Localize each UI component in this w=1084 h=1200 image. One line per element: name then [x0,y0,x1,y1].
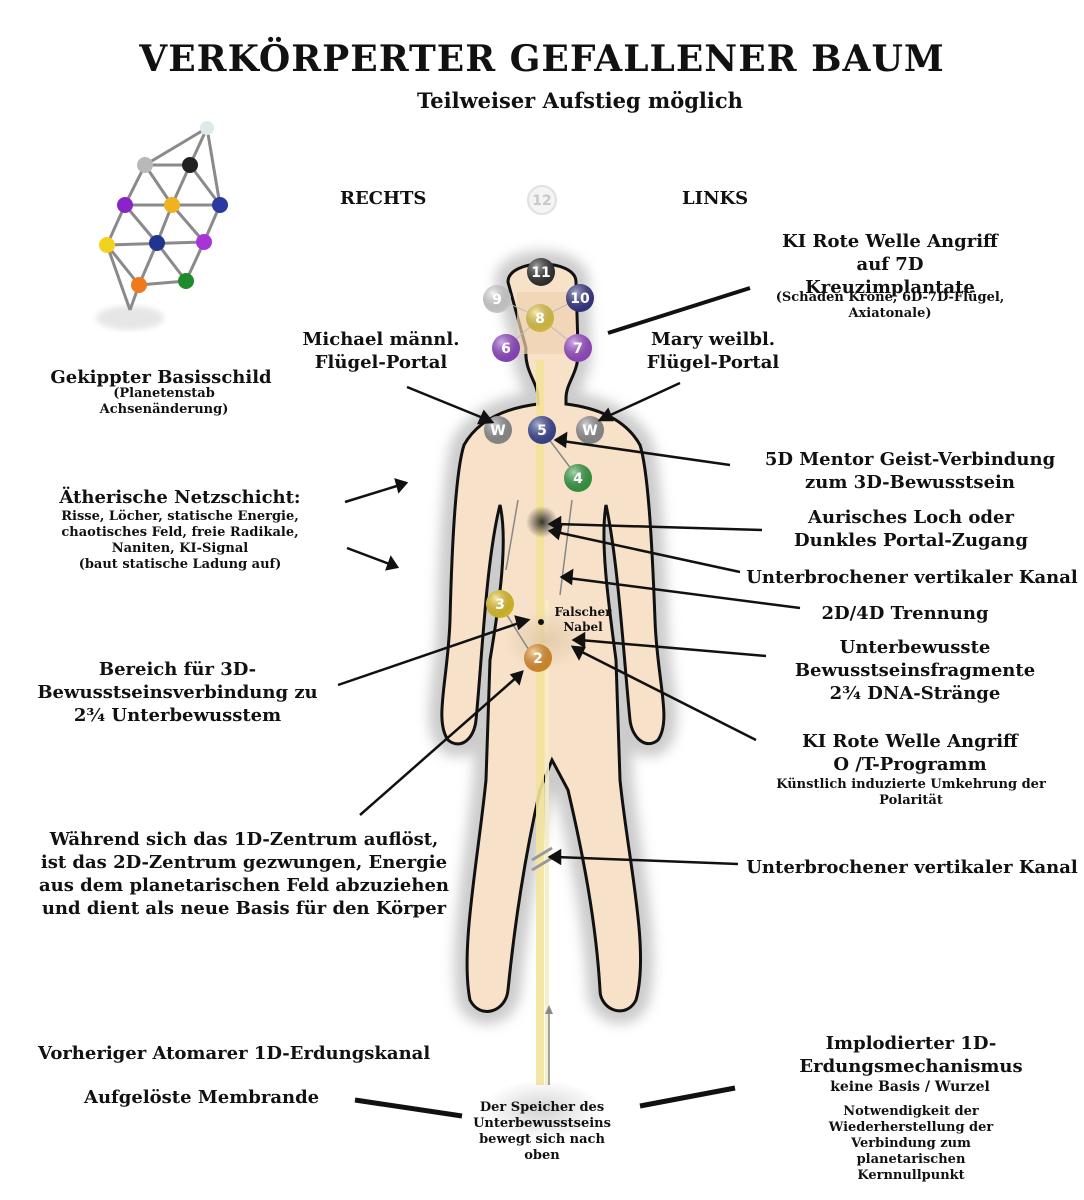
arrow-bereich-3d [337,620,523,687]
label-bereich-3d: Bereich für 3D- Bewusstseinsverbindung z… [37,659,318,726]
label-mary: Mary weilbl. Flügel-Portal [646,329,780,373]
label-netz: Ätherische Netzschicht: [59,487,301,508]
label-kanal-1: Unterbrochener vertikaler Kanal [746,567,1078,588]
label-fragmente: Unterbewusste Bewusstseinsfragmente 2¾ D… [794,637,1036,704]
label-ki-ot: KI Rote Welle Angriff O /T-Programm [802,731,1018,775]
chakra-2-label: 2 [533,651,543,667]
label-basisschild: Gekippter Basisschild [50,367,272,388]
label-ki-7d-sub: (Schaden Krone, 6D-7D-Flügel, Axiatonale… [775,290,1005,321]
chakra-11-label: 11 [531,265,550,281]
arrow-mentor-head [553,431,568,449]
arrow-netz-2-head [385,555,400,571]
internal-arrow [505,499,519,571]
arrow-bereich-3d-head [514,615,531,631]
label-kanal-2: Unterbrochener vertikaler Kanal [746,857,1078,878]
chakra-3-label: 3 [495,597,505,613]
arrow-ki-ot [577,648,757,742]
arrow-trennung [567,576,801,610]
tree-of-life-grid-icon [96,121,228,330]
chakra-12-label: 12 [532,193,551,209]
internal-arrow [559,499,573,596]
vertical-channel [536,360,544,1085]
label-waehrend: Während sich das 1D-Zentrum auflöst, ist… [38,829,450,919]
label-ki-7d: KI Rote Welle Angriff auf 7D Kreuzimplan… [782,231,998,298]
arrow-kanal-1 [555,530,741,574]
arrow-fragmente-head [571,631,586,649]
chakra-2: 2 [524,644,552,672]
side-label-left: LINKS [682,188,749,209]
connector-arrows [337,286,801,1119]
arrow-mary [603,381,681,420]
arrow-fragmente [579,638,767,658]
chakra-5: 5 [528,416,556,444]
chakra-6-label: 6 [501,341,511,357]
label-implodiert-sub2: Notwendigkeit der Wiederherstellung der … [828,1104,994,1183]
label-mentor: 5D Mentor Geist-Verbindung zum 3D-Bewuss… [764,449,1056,493]
arrow-netz-1-head [394,478,409,494]
arrow-netz-2 [346,546,393,567]
label-vorheriger: Vorheriger Atomarer 1D-Erdungskanal [38,1043,431,1064]
chakra-12: 12 [527,185,557,215]
label-implodiert: Implodierter 1D- Erdungsmechanismus [799,1033,1023,1077]
chakra-4: 4 [564,464,592,492]
arrow-waehrend-head [509,670,524,686]
page-title: VERKÖRPERTER GEFALLENER BAUM [139,38,945,80]
label-ki-ot-sub: Künstlich induzierte Umkehrung der Polar… [776,777,1046,808]
chakra-5-label: 5 [537,423,547,439]
false-navel-dot [538,619,544,625]
arrow-mentor [561,439,731,467]
arrow-kanal-2 [555,855,739,866]
label-aufgeloeste: Aufgelöste Membrande [84,1087,320,1108]
grounding-channel [545,600,549,1085]
label-falscher-nabel: Falscher Nabel [554,605,612,634]
arrow-ki-7d [607,286,751,335]
page-subtitle: Teilweiser Aufstieg möglich [417,88,743,113]
arrow-mary-head [597,407,614,422]
chakra-w-left-label: W [490,423,505,439]
chakra-4-label: 4 [573,471,583,487]
chakra-w-right-label: W [582,423,597,439]
chakra-7: 7 [564,334,592,362]
label-basisschild-sub: (Planetenstab Achsenänderung) [99,386,229,417]
arrow-waehrend [359,675,519,816]
chakra-9: 9 [483,285,511,313]
label-implodiert-sub1: keine Basis / Wurzel [830,1079,990,1095]
chakra-9-label: 9 [492,292,502,308]
arrow-netz-1 [344,483,401,504]
chakra-nodes: 12 11 10 9 8 6 7 W [483,185,604,672]
arrow-membrande [354,1097,463,1119]
chakra-10: 10 [566,284,594,312]
chakra-6: 6 [492,334,520,362]
subconscious-store-cloud [482,1080,602,1140]
arrow-ki-ot-head [570,645,586,661]
chakra-10-label: 10 [570,291,590,307]
label-trennung: 2D/4D Trennung [821,603,989,624]
chakra-11: 11 [527,258,555,286]
body-figure [428,251,677,1140]
arrow-kanal-1-head [547,523,563,541]
label-speicher: Der Speicher des Unterbewusstseins beweg… [473,1100,611,1163]
channel-break-mark [531,856,553,872]
label-netz-sub: Risse, Löcher, statische Energie, chaoti… [61,509,299,572]
arrow-kanal-2-head [547,848,562,866]
label-aurisch: Aurisches Loch oder Dunkles Portal-Zugan… [794,507,1028,551]
chakra-7-label: 7 [573,341,583,357]
label-michael: Michael männl. Flügel-Portal [302,329,460,373]
arrow-michael-head [476,409,495,425]
arrow-aurisch [555,522,763,532]
upward-arrow-head [545,1005,553,1014]
arrow-trennung-head [559,568,574,586]
chakra-8: 8 [526,304,554,332]
arrow-implodiert [639,1085,736,1109]
side-label-right: RECHTS [340,188,427,209]
chakra-3: 3 [486,590,514,618]
chakra-8-label: 8 [535,311,545,327]
arrow-michael [406,385,489,422]
chakra-w-right: W [576,416,604,444]
channel-break-mark [531,846,553,862]
